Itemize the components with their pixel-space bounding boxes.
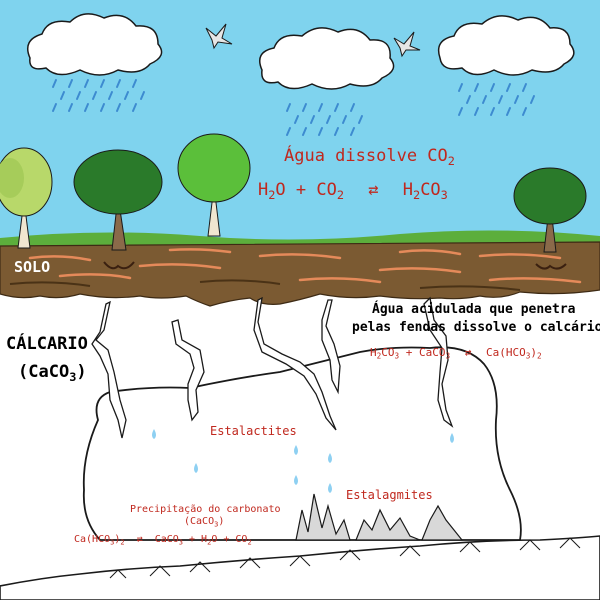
limestone-dissolution-equation: H2CO3 + CaCO3 ⇄ Ca(HCO3)2 — [370, 346, 542, 359]
limestone-label: CÁLCARIO — [6, 334, 88, 354]
equilibrium-arrow-icon: ⇄ — [465, 346, 472, 359]
co2-dissolve-label: Água dissolve CO2 — [284, 146, 455, 166]
acid-water-label-line1: Água acidulada que penetra — [372, 302, 576, 317]
cave-floor — [0, 536, 600, 600]
equilibrium-arrow-icon: ⇄ — [137, 534, 143, 545]
precipitation-equation: Ca(HCO3)2 ⇄ CaCO3 + H2O + CO2 — [74, 534, 252, 545]
stalactites-label: Estalactites — [210, 424, 297, 438]
precipitation-label-line1: Precipitação do carbonato — [130, 504, 281, 515]
carbonic-acid-equation: H2O + CO2 ⇄ H2CO3 — [258, 180, 448, 200]
acid-water-label-line2: pelas fendas dissolve o calcário — [352, 320, 600, 335]
equilibrium-arrow-icon: ⇄ — [368, 180, 378, 200]
soil-label: SOLO — [14, 258, 50, 276]
limestone-formula: (CaCO3) — [18, 362, 87, 382]
stalagmites-label: Estalagmites — [346, 488, 433, 502]
precipitation-label-line2: (CaCO3) — [184, 516, 224, 527]
